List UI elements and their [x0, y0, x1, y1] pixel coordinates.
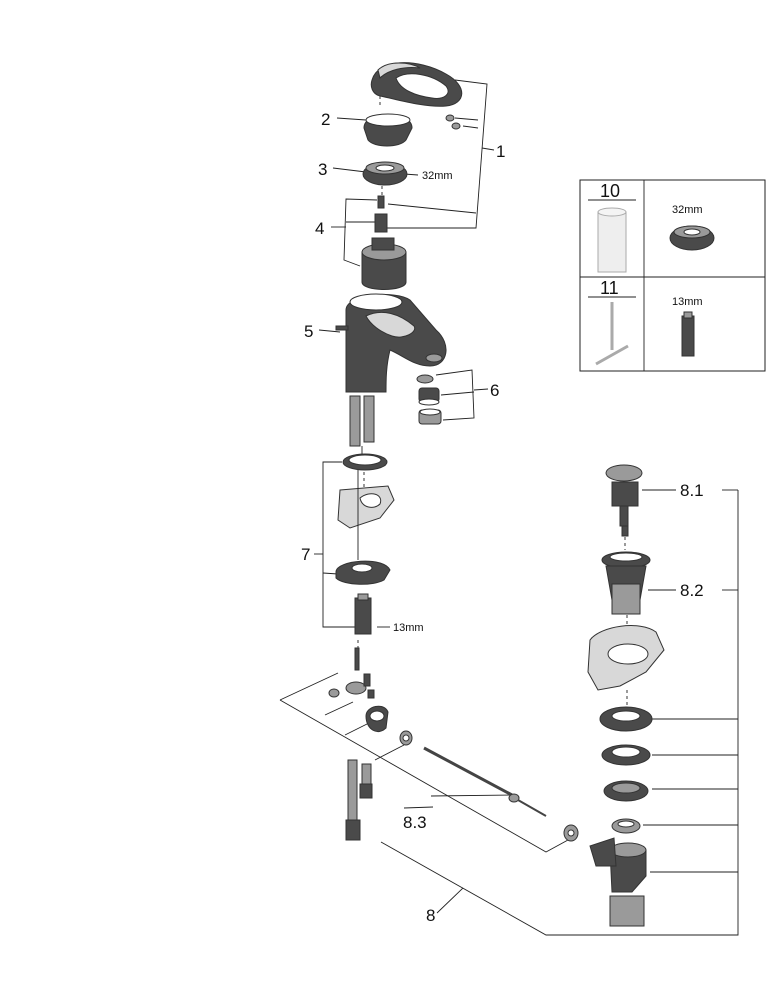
rod-connector	[328, 647, 375, 699]
flex-hoses	[345, 759, 373, 841]
t-key-tool-icon	[595, 302, 629, 366]
callout-7: 7	[301, 545, 310, 564]
lever-handle	[370, 62, 463, 130]
tool-11-size: 13mm	[672, 296, 703, 308]
leader-lines	[279, 79, 739, 936]
pivot-rod	[365, 705, 579, 842]
callout-8-2: 8.2	[680, 581, 704, 600]
tool-10-size: 32mm	[672, 204, 703, 216]
callout-3: 3	[318, 160, 327, 179]
tool-table	[579, 179, 766, 372]
mounting-kit	[335, 453, 395, 635]
callout-8-3: 8.3	[403, 813, 427, 832]
drain-assembly	[587, 464, 665, 927]
fitting-13mm-icon	[681, 311, 695, 357]
nut-32mm	[362, 161, 408, 186]
dimension-13mm: 13mm	[393, 622, 424, 634]
tool-10-number: 10	[600, 181, 620, 201]
dimension-32mm: 32mm	[422, 170, 453, 182]
socket-tool-icon	[597, 207, 627, 273]
callout-1: 1	[496, 142, 505, 161]
callout-8: 8	[426, 906, 435, 925]
spout-body	[335, 293, 447, 393]
cap	[363, 113, 413, 147]
callout-4: 4	[315, 219, 324, 238]
tool-11-number: 11	[600, 278, 619, 298]
nut-32mm-icon	[669, 225, 715, 251]
callout-2: 2	[321, 110, 330, 129]
aerator	[416, 374, 442, 425]
callout-6: 6	[490, 381, 499, 400]
callout-5: 5	[304, 322, 313, 341]
callout-8-1: 8.1	[680, 481, 704, 500]
labels: 1 2 3 32mm 4 5 6 7 13mm 8.1 8.2 8.3 8 10…	[301, 110, 704, 925]
cartridge	[361, 195, 407, 290]
